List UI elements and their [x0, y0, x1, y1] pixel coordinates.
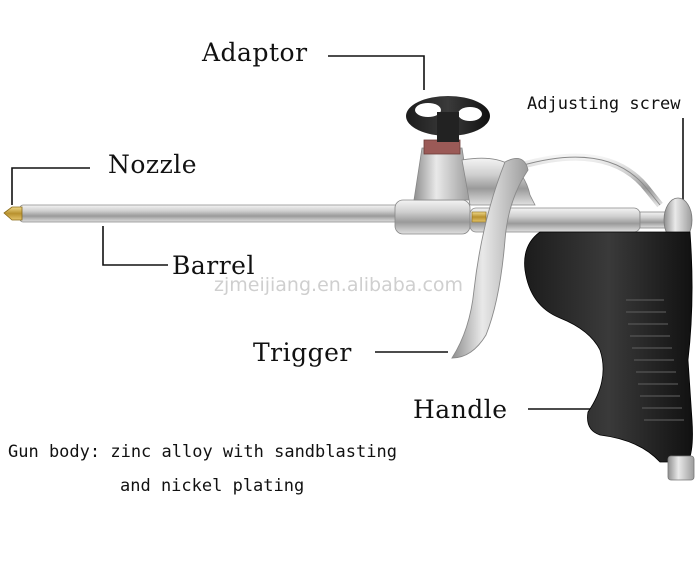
handle-bottom-fitting — [667, 455, 695, 481]
label-trigger: Trigger — [253, 338, 352, 367]
label-handle: Handle — [413, 395, 508, 424]
barrel — [19, 204, 406, 223]
handle-grip-ridges — [626, 299, 684, 421]
nozzle-leader — [11, 167, 90, 205]
handle — [524, 231, 693, 463]
description-line-1: Gun body: zinc alloy with sandblasting — [8, 442, 397, 462]
label-adjusting-screw: Adjusting screw — [527, 94, 681, 114]
trigger — [451, 157, 529, 359]
label-nozzle: Nozzle — [108, 150, 198, 179]
adaptor-leader — [328, 55, 425, 90]
watermark: zjmeijiang.en.alibaba.com — [214, 274, 464, 296]
guard-arc — [519, 153, 663, 208]
gun-body-joint — [394, 199, 471, 235]
leader-lines — [11, 55, 684, 410]
nozzle — [3, 206, 23, 221]
adaptor-neck — [413, 147, 471, 201]
barrel-leader — [102, 226, 168, 266]
label-adaptor: Adaptor — [202, 38, 308, 67]
adaptor-collar — [423, 139, 461, 155]
label-barrel: Barrel — [172, 251, 255, 280]
description-line-2: and nickel plating — [120, 476, 305, 496]
